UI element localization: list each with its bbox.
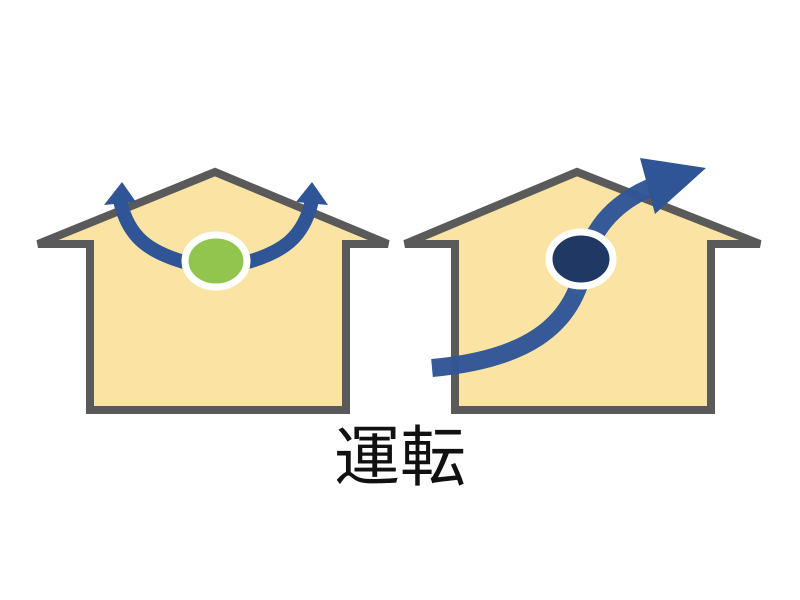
right-arrowhead bbox=[640, 158, 706, 214]
left-unit-indicator bbox=[181, 231, 251, 291]
left-house-body bbox=[36, 167, 390, 414]
right-house bbox=[403, 158, 762, 414]
caption-label: 運転 bbox=[334, 419, 466, 496]
right-unit-indicator bbox=[545, 228, 617, 290]
left-airflow-arrow-left bbox=[113, 198, 187, 269]
left-arrowhead-left bbox=[104, 182, 136, 205]
left-house bbox=[36, 167, 390, 414]
left-airflow-arrow-right bbox=[245, 198, 319, 269]
left-arrowhead-right bbox=[296, 182, 328, 205]
